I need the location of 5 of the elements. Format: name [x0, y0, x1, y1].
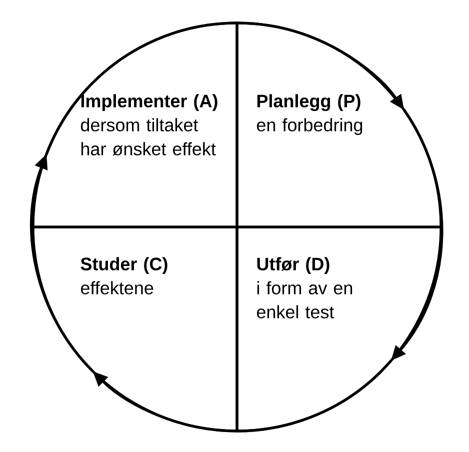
- quadrant: Studer (C) effektene: [32, 226, 238, 432]
- quadrant: Implementer (A) dersom tiltaket har ønsket effekt: [32, 22, 238, 228]
- cycle-arrow: [45, 22, 404, 154]
- quadrant: Utfør (D) i form av en enkel test: [236, 226, 442, 432]
- quadrant: Planlegg (P) en forbedring: [236, 22, 442, 228]
